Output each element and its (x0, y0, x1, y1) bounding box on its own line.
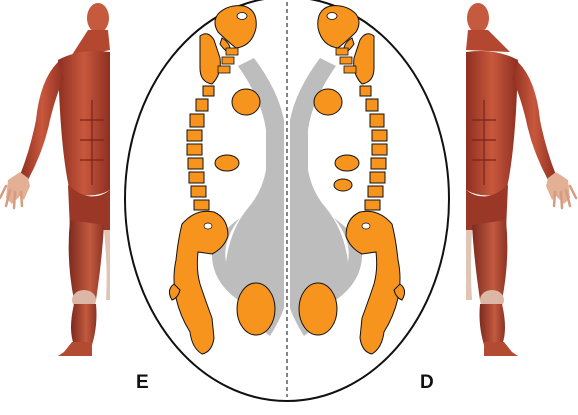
right-lower-segment (346, 211, 400, 354)
right-muscle-figure (466, 3, 576, 356)
left-oval-mid (215, 155, 239, 171)
left-hemisphere (169, 6, 284, 354)
left-segment-stack (187, 86, 214, 210)
left-round-upper (232, 89, 260, 115)
right-round-lower (299, 283, 337, 335)
right-oval-mid (335, 155, 359, 171)
right-round-upper (314, 89, 342, 115)
left-muscle-figure (0, 3, 110, 356)
right-segment-stack (360, 86, 387, 210)
right-hemisphere (290, 6, 405, 354)
left-round-lower (237, 283, 275, 335)
left-lower-segment (174, 211, 228, 354)
right-side-label: D (420, 372, 434, 394)
left-side-label: E (136, 372, 149, 394)
